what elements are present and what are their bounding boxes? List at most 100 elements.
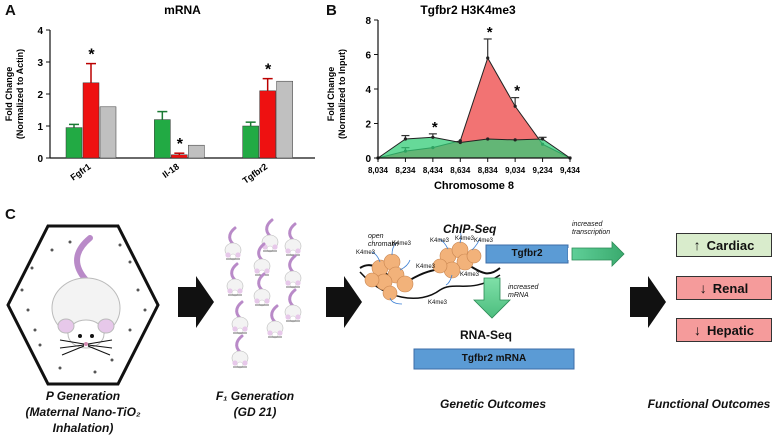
pup-ear	[232, 360, 238, 366]
pup-tail	[288, 254, 297, 274]
pup-head	[289, 281, 297, 289]
chart-b-point	[403, 137, 408, 141]
chart-a-y-tick-label: 4	[37, 26, 43, 37]
p-generation-hexagon	[6, 224, 160, 386]
pup-head	[231, 289, 239, 297]
chart-a-ylabel-line: (Normalized to Actin)	[15, 49, 25, 139]
pup-head	[258, 299, 266, 307]
pup-ear	[267, 330, 273, 336]
chart-b-xlabel: Chromosome 8	[434, 180, 514, 192]
pup-head	[236, 327, 244, 335]
chart-b-x-tick-label: 8,634	[450, 166, 471, 175]
k4me3-label-8: K4me3	[460, 272, 480, 278]
chart-a-significance: *	[88, 47, 95, 64]
pup-tail	[257, 242, 266, 262]
pup-ear	[254, 268, 260, 274]
chart-a-y-tick-label: 3	[37, 58, 43, 69]
chart-b-significance: *	[487, 24, 493, 41]
pup-head	[236, 361, 244, 369]
chart-b-significance: *	[432, 119, 438, 136]
pup-tail	[288, 288, 297, 308]
rna-seq-label: RNA-Seq	[460, 328, 513, 342]
chart-a-y-tick-label: 1	[37, 122, 43, 133]
chart-b-x-tick-label: 8,434	[423, 166, 444, 175]
chart-b-x-tick-label: 9,234	[533, 166, 554, 175]
chart-b-point	[513, 138, 517, 142]
pup-ear	[295, 314, 301, 320]
pup-tail	[257, 272, 266, 292]
pup-ear	[264, 298, 270, 304]
pup-ear	[272, 244, 278, 250]
chart-a-bar	[276, 80, 293, 159]
chromatin-diagram	[359, 230, 625, 370]
panel-letter-a: A	[5, 2, 16, 19]
pup-ear	[242, 326, 248, 332]
pup-ear	[295, 248, 301, 254]
chart-b-title: Tgfbr2 H3K4me3	[420, 3, 516, 17]
pup-ear	[227, 288, 233, 294]
open-chromatin-label: open chromatin	[368, 233, 399, 248]
caption-p-generation: P Generation (Maternal Nano-TiO₂ Inhalat…	[25, 389, 141, 435]
pup-tail	[288, 222, 297, 242]
chip-seq-label: ChIP-Seq	[443, 222, 497, 236]
arrow-right-2	[326, 276, 362, 328]
chart-b-point	[458, 140, 462, 145]
chart-a-y-tick-label: 2	[37, 90, 43, 101]
pup-tail	[270, 304, 279, 324]
k4me3-label-6: K4me3	[455, 236, 475, 242]
pup-ear	[232, 326, 238, 332]
chart-b-x-tick-label: 8,034	[368, 166, 389, 175]
arrow-up-icon: ↑	[693, 237, 701, 253]
chart-b-y-tick-label: 6	[365, 51, 371, 62]
pup-ear	[237, 288, 243, 294]
chart-a-y-tick-label: 0	[37, 154, 43, 165]
chart-b-x-tick-label: 9,034	[505, 166, 526, 175]
pup-tail	[235, 334, 244, 354]
chart-b-y-tick-label: 0	[365, 154, 371, 165]
k4me3-label-1: K4me3	[356, 250, 376, 256]
chart-b-x-tick-label: 8,834	[478, 166, 499, 175]
chart-a-significance: *	[177, 136, 184, 153]
pup-tail	[228, 226, 237, 246]
pup-ear	[242, 360, 248, 366]
pup-head	[266, 245, 274, 253]
pup-tail	[230, 262, 239, 282]
pup-ear	[295, 280, 301, 286]
panel-letter-b: B	[326, 2, 337, 19]
chart-b-point	[486, 56, 490, 60]
arrow-down-icon: ↓	[694, 322, 702, 338]
outcome-hepatic: ↓ Hepatic	[676, 318, 772, 342]
pup-ear	[285, 314, 291, 320]
chart-b-point	[431, 135, 435, 139]
k4me3-label-4: K4me3	[428, 300, 448, 306]
chart-b-y-tick-label: 8	[365, 16, 371, 27]
k4me3-label-3: K4me3	[416, 264, 436, 270]
caption-f1-generation: F₁ Generation (GD 21)	[215, 389, 295, 419]
f1-pups	[224, 218, 302, 369]
pup-tail	[235, 300, 244, 320]
chart-b-y-tick-label: 2	[365, 120, 371, 131]
chart-a-bar	[188, 144, 205, 159]
pup-ear	[277, 330, 283, 336]
chart-b-significance: *	[514, 83, 520, 100]
pup-ear	[264, 268, 270, 274]
chart-b-x-tick-label: 8,234	[395, 166, 416, 175]
chart-b-point	[486, 137, 490, 141]
mrna-label: Tgfbr2 mRNA	[461, 353, 527, 364]
chart-b-point	[540, 137, 545, 141]
caption-functional-outcomes: Functional Outcomes	[647, 397, 771, 411]
k4me3-label-2: K4me3	[392, 241, 412, 247]
pup-head	[271, 331, 279, 339]
increased-mrna-label: increased mRNA	[508, 284, 539, 299]
chart-b-point	[513, 104, 517, 108]
pup-ear	[225, 252, 231, 258]
chart-a-bar	[99, 106, 117, 159]
outcome-cardiac: ↑ Cardiac	[676, 233, 772, 257]
chart-b-x-tick-label: 9,434	[560, 166, 580, 175]
caption-genetic-outcomes: Genetic Outcomes	[439, 397, 547, 411]
pup-ear	[285, 280, 291, 286]
chart-b-ylabel-line: Fold Change	[326, 67, 336, 122]
pup-head	[289, 315, 297, 323]
